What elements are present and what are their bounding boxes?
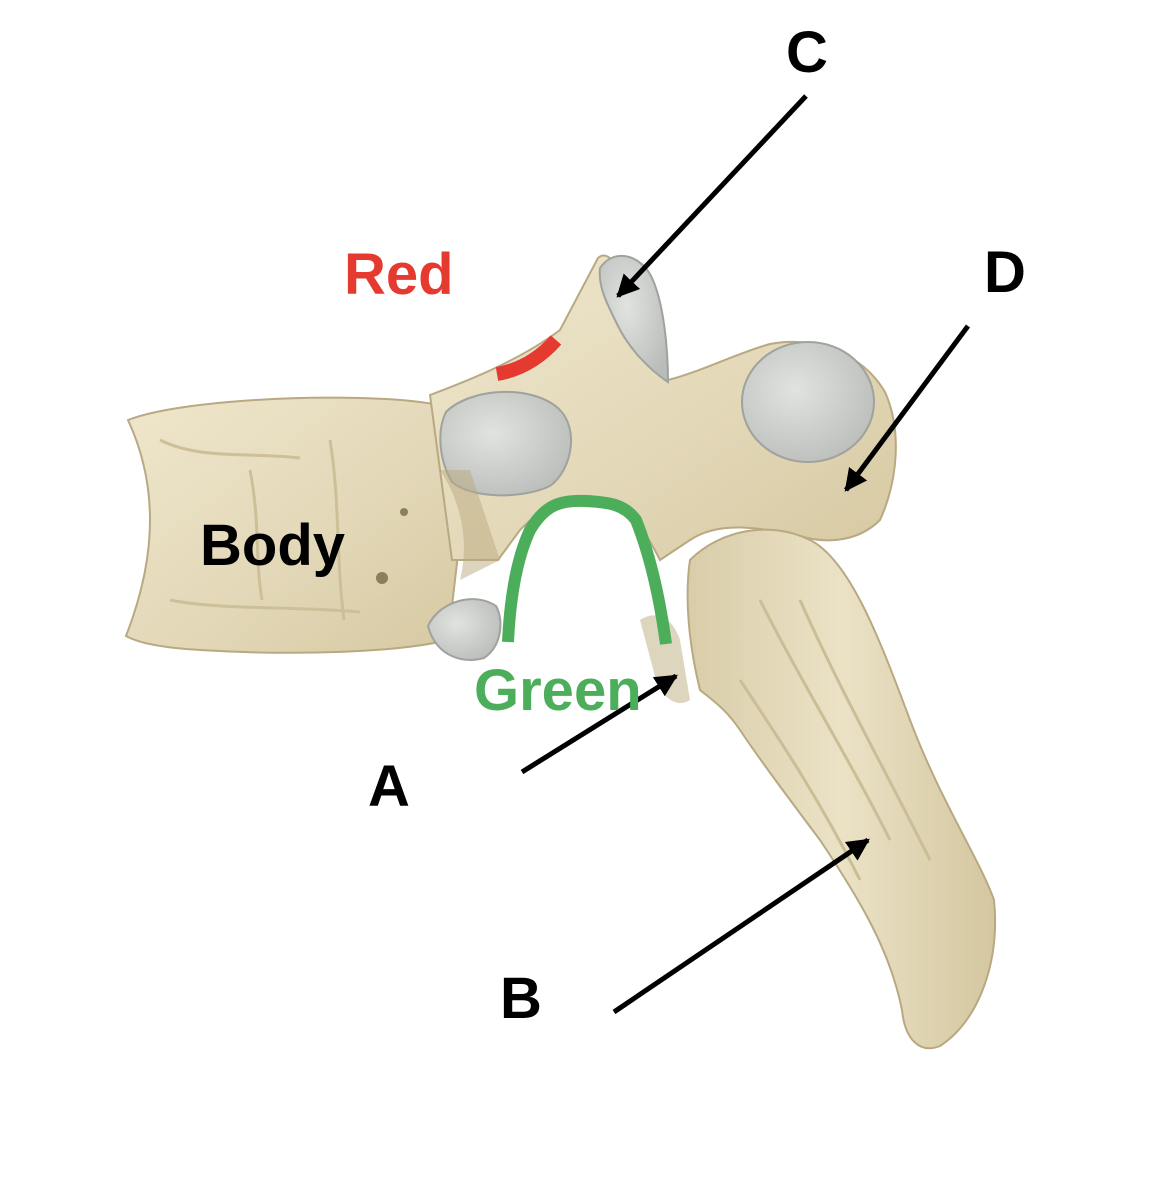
label-a: A — [368, 754, 410, 819]
spinous-process — [686, 528, 996, 1050]
superior-costal-facet — [439, 391, 573, 497]
label-b: B — [500, 966, 542, 1031]
vertebral-body — [124, 396, 464, 654]
arrow-d — [843, 324, 971, 492]
arrow-b — [612, 837, 870, 1015]
inferior-costal-facet — [426, 598, 502, 661]
label-green: Green — [474, 658, 642, 723]
arrow-a — [520, 673, 678, 775]
label-d: D — [984, 240, 1026, 305]
transverse-costal-facet — [741, 341, 875, 463]
label-c: C — [786, 20, 828, 85]
arrow-c — [616, 94, 808, 298]
label-body: Body — [200, 513, 345, 578]
label-red: Red — [344, 242, 454, 307]
